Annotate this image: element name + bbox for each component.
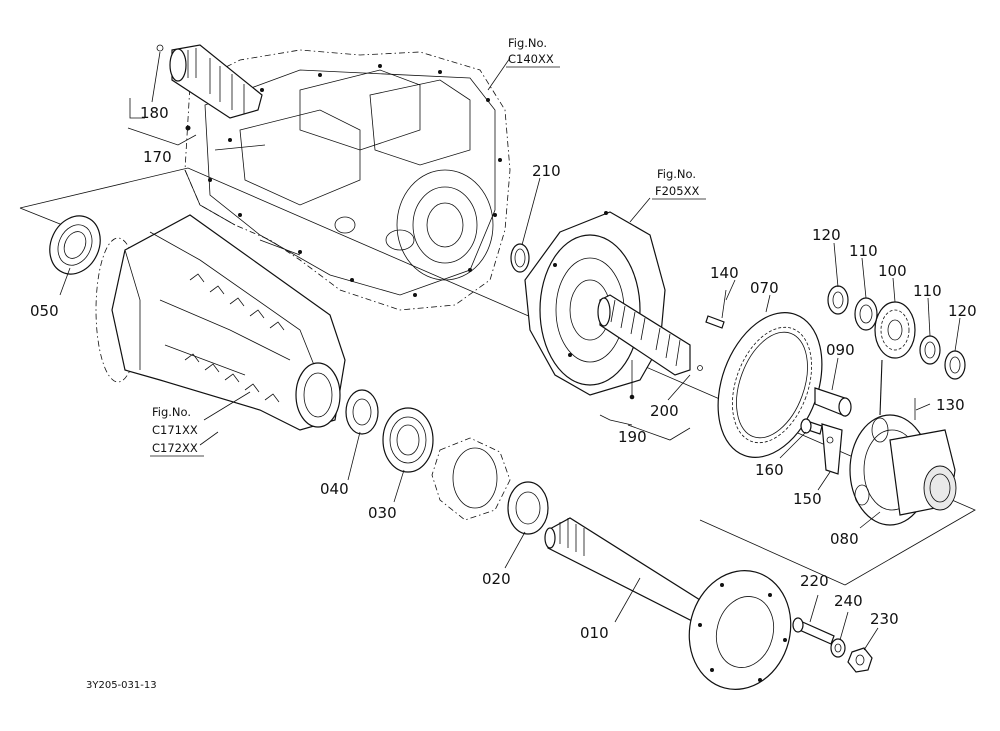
fig-ref-c171-code-2: C172XX xyxy=(152,441,198,455)
part-170-shaft xyxy=(151,44,263,131)
label-120-left: 120 xyxy=(812,226,841,244)
part-140-pin xyxy=(705,289,727,329)
fig-ref-c140-title: Fig.No. xyxy=(508,36,547,50)
part-050-oil-seal xyxy=(49,215,101,275)
part-120-thrust-washer-right xyxy=(944,350,966,380)
label-160: 160 xyxy=(755,461,784,479)
label-210: 210 xyxy=(532,162,561,180)
label-240: 240 xyxy=(834,592,863,610)
fig-ref-c171-title: Fig.No. xyxy=(152,405,191,419)
part-220-hub-bolt xyxy=(792,617,835,645)
fig-ref-c140-code-1: C140XX xyxy=(508,52,554,66)
fig-ref-f205-title: Fig.No. xyxy=(657,167,696,181)
part-090-pinion-shaft xyxy=(814,387,852,417)
part-110-needle-bearing-right xyxy=(919,335,941,365)
part-010-axle-shaft xyxy=(544,517,792,690)
label-110-right: 110 xyxy=(913,282,942,300)
part-240-washer xyxy=(830,638,846,658)
part-020-bearing xyxy=(507,481,549,535)
part-bearing-retainer xyxy=(431,437,511,521)
fig-ref-c140: Fig.No. C140XX xyxy=(506,36,560,68)
fig-ref-c171: Fig.No. C171XX C172XX xyxy=(150,405,204,457)
part-100-planet-gear xyxy=(874,301,916,359)
label-020: 020 xyxy=(482,570,511,588)
label-080: 080 xyxy=(830,530,859,548)
part-110-needle-bearing-left xyxy=(854,297,878,331)
part-080-carrier xyxy=(849,414,957,526)
label-200: 200 xyxy=(650,402,679,420)
part-030-bearing xyxy=(382,407,434,473)
label-070: 070 xyxy=(750,279,779,297)
label-090: 090 xyxy=(826,341,855,359)
label-110-left: 110 xyxy=(849,242,878,260)
brake-housing xyxy=(524,211,666,396)
leader-lines xyxy=(59,57,961,651)
label-180: 180 xyxy=(140,104,169,122)
label-230: 230 xyxy=(870,610,899,628)
part-190-shaft xyxy=(597,294,703,400)
label-010: 010 xyxy=(580,624,609,642)
part-040-oil-seal xyxy=(345,389,379,435)
label-050: 050 xyxy=(30,302,59,320)
label-130: 130 xyxy=(936,396,965,414)
label-190: 190 xyxy=(618,428,647,446)
label-040: 040 xyxy=(320,480,349,498)
label-120-right: 120 xyxy=(948,302,977,320)
label-150: 150 xyxy=(793,490,822,508)
fig-ref-f205-code-1: F205XX xyxy=(655,184,699,198)
axle-housing xyxy=(95,214,346,431)
drawing-code: 3Y205-031-13 xyxy=(86,680,157,691)
part-160-bolt xyxy=(800,418,823,435)
part-230-nut xyxy=(847,647,873,673)
label-100: 100 xyxy=(878,262,907,280)
part-150-lock-plate xyxy=(821,423,843,475)
part-labels: 180 170 210 050 140 070 120 110 100 110 … xyxy=(30,104,977,642)
label-140: 140 xyxy=(710,264,739,282)
fig-ref-c171-code-1: C171XX xyxy=(152,423,198,437)
part-120-thrust-washer-left xyxy=(827,285,849,315)
label-170: 170 xyxy=(143,148,172,166)
label-220: 220 xyxy=(800,572,829,590)
transmission-case xyxy=(184,49,511,311)
part-210-snap-ring xyxy=(510,243,530,273)
fig-ref-f205: Fig.No. F205XX xyxy=(652,167,706,200)
label-030: 030 xyxy=(368,504,397,522)
